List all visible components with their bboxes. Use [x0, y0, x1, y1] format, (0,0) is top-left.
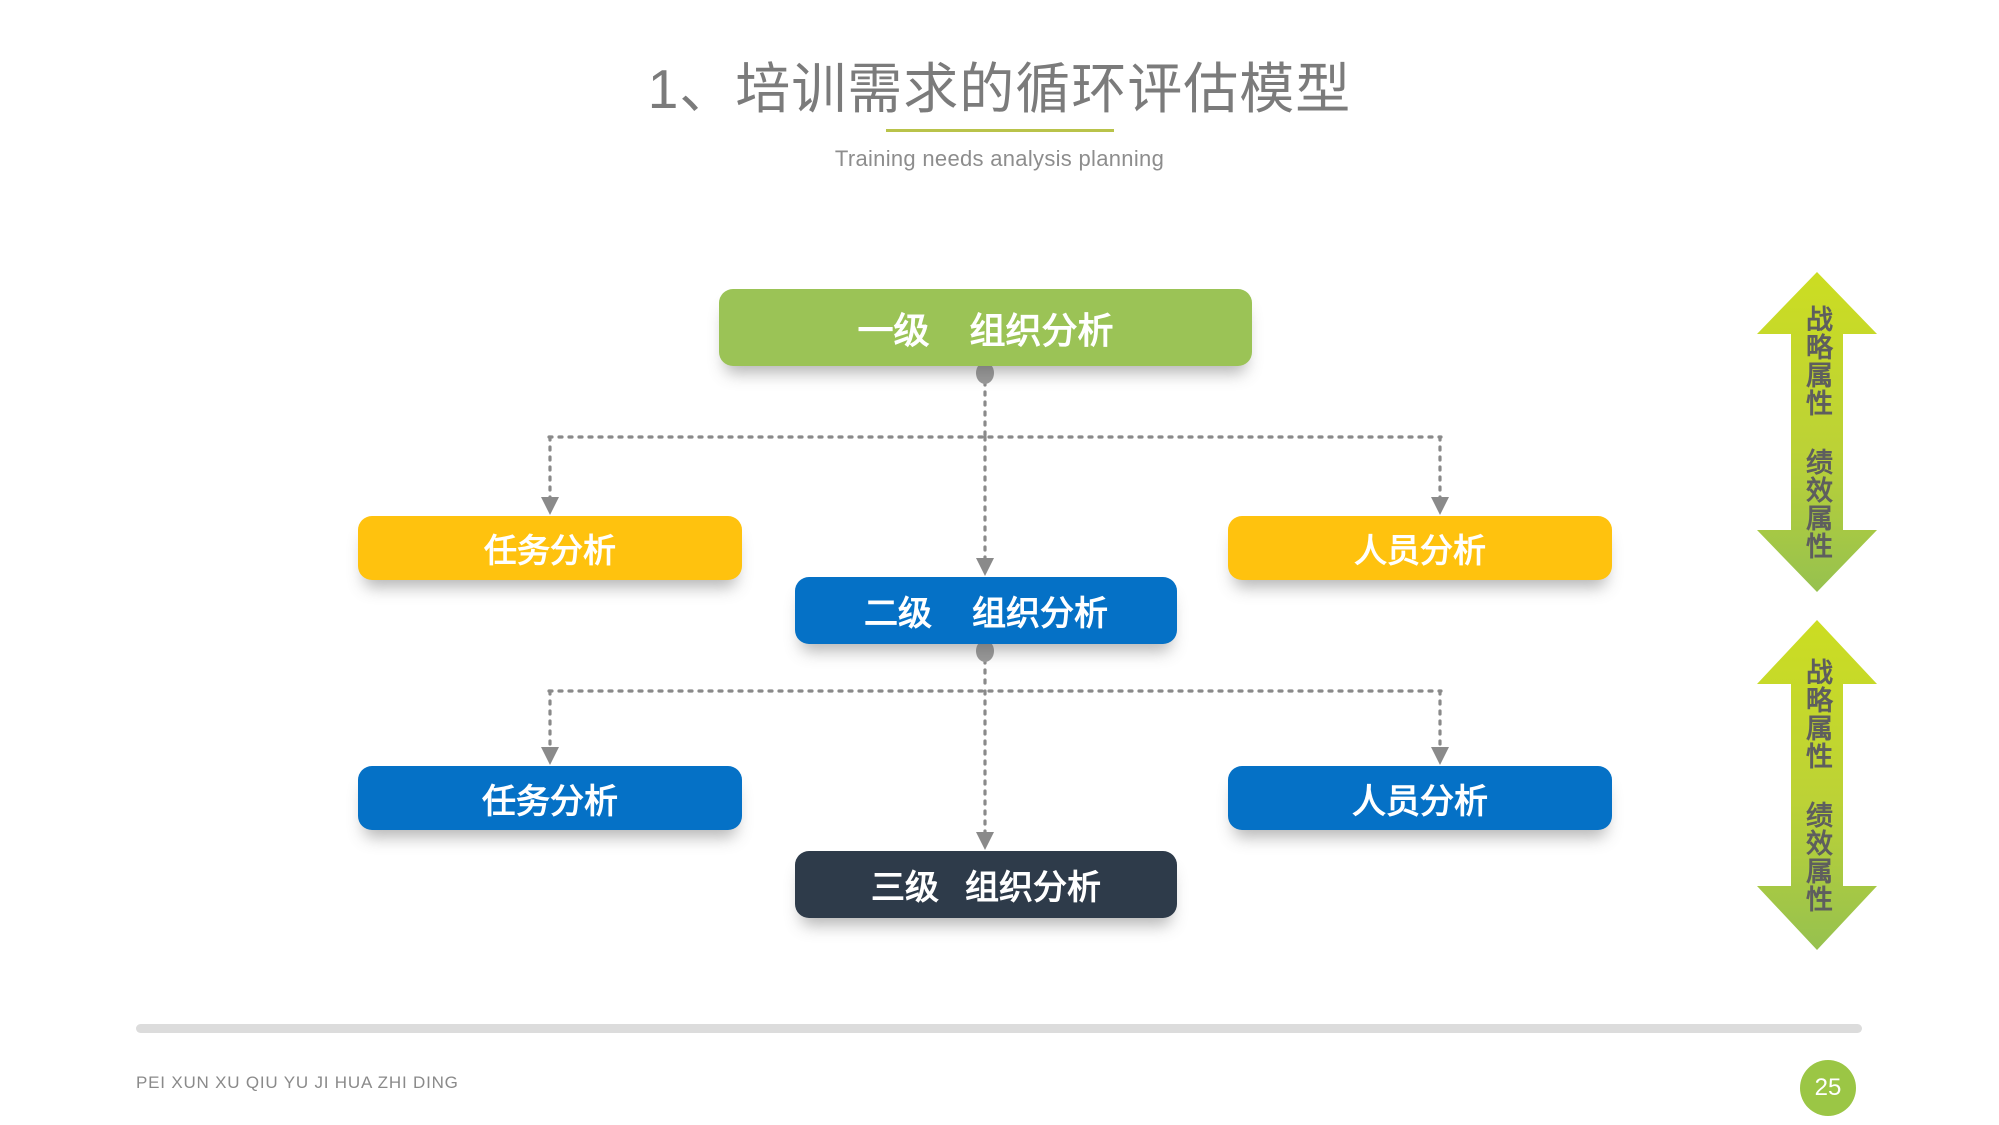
page-title: 1、培训需求的循环评估模型 [647, 58, 1352, 120]
node-level3-organization-analysis[interactable]: 三级 组织分析 [795, 851, 1177, 918]
node-level2-name-label: 组织分析 [972, 595, 1108, 633]
double-arrow-icon [1757, 620, 1877, 950]
slide-header: 1、培训需求的循环评估模型 Training needs analysis pl… [0, 56, 1999, 172]
node-people-analysis-1[interactable]: 人员分析 [1228, 516, 1612, 580]
double-arrow-strategy-performance-bottom: 战略属性 绩效属性 [1757, 620, 1877, 950]
node-task1-label: 任务分析 [484, 532, 616, 569]
page-subtitle: Training needs analysis planning [834, 146, 1165, 171]
node-level3-level-label: 三级 [871, 869, 939, 907]
double-arrow-strategy-performance-top: 战略属性 绩效属性 [1757, 272, 1877, 592]
node-people2-label: 人员分析 [1352, 782, 1488, 821]
node-level1-organization-analysis[interactable]: 一级 组织分析 [719, 289, 1252, 366]
node-task2-label: 任务分析 [482, 782, 618, 821]
footer-caption: PEI XUN XU QIU YU JI HUA ZHI DING [136, 1073, 459, 1092]
node-people-analysis-2[interactable]: 人员分析 [1228, 766, 1612, 830]
node-level1-level-label: 一级 [857, 309, 930, 351]
title-underline-rule [885, 129, 1114, 132]
node-level2-organization-analysis[interactable]: 二级 组织分析 [795, 577, 1177, 644]
node-level2-level-label: 二级 [864, 595, 932, 633]
node-people1-label: 人员分析 [1354, 532, 1486, 569]
node-level1-name-label: 组织分析 [969, 309, 1114, 351]
footer-divider [136, 1024, 1862, 1033]
double-arrow-icon [1757, 272, 1877, 592]
node-task-analysis-1[interactable]: 任务分析 [358, 516, 742, 580]
page-number-badge: 25 [1800, 1060, 1856, 1116]
node-level3-name-label: 组织分析 [965, 869, 1101, 907]
node-task-analysis-2[interactable]: 任务分析 [358, 766, 742, 830]
